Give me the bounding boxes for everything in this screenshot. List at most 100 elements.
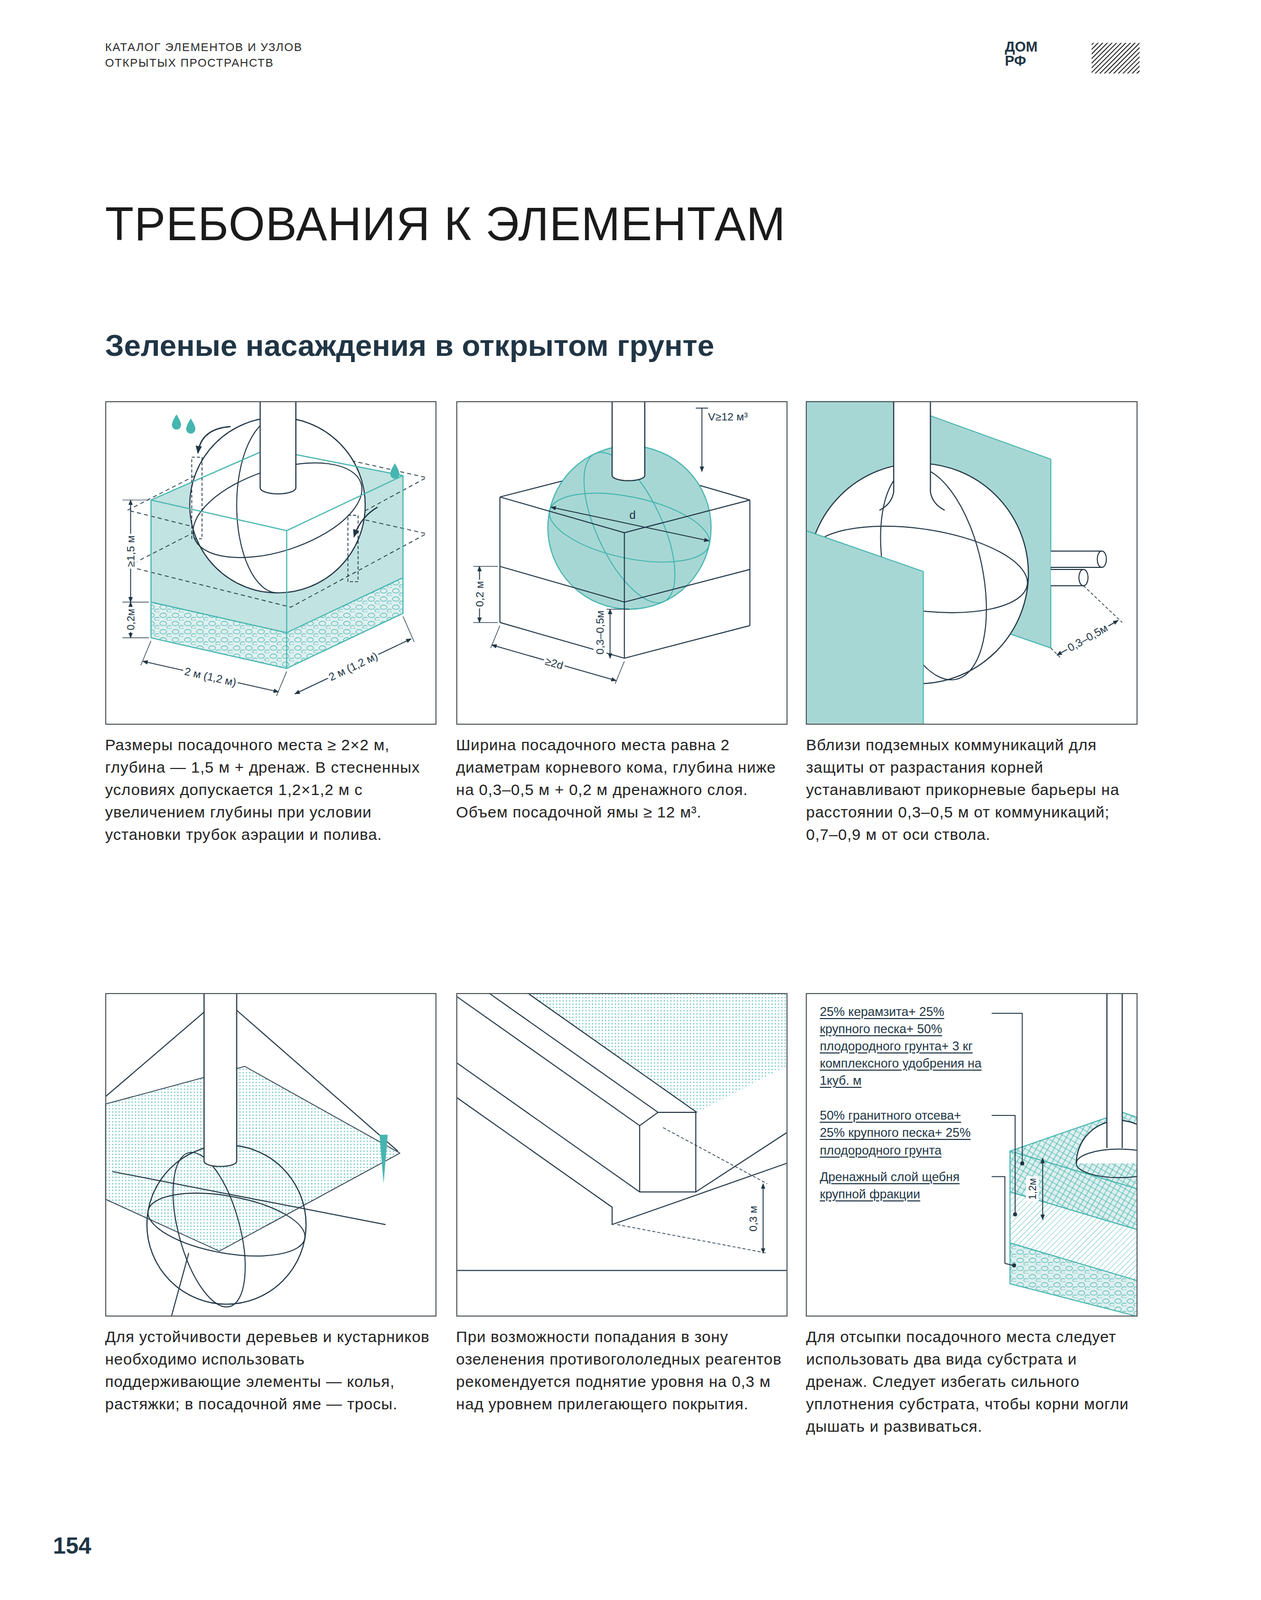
logo-text: ДОМ <box>1004 40 1038 55</box>
root-barrier-drawing-part <box>805 530 923 725</box>
root-ball-drawing <box>473 401 751 684</box>
root-barrier-drawing-part <box>1097 551 1107 568</box>
dimension-label: 0,3–0,5м <box>1063 620 1111 655</box>
planting-pit-drawing-part-part <box>402 475 404 614</box>
root-ball-drawing-part-part <box>623 532 626 658</box>
logo-mark <box>1091 42 1140 74</box>
root-barrier-drawing-part <box>1050 585 1122 658</box>
dimension-label: ≥2d <box>541 653 566 672</box>
root-ball-drawing-part-part <box>749 500 751 626</box>
root-barrier-drawing <box>805 401 1122 725</box>
dimension-label: 0,3–0,5м <box>593 608 607 657</box>
substrate-layers-drawing <box>991 992 1138 1317</box>
planting-pit-drawing-part <box>171 414 182 430</box>
raised-bed-drawing-part <box>527 992 788 1113</box>
root-ball-drawing-part-part <box>500 496 751 533</box>
raised-bed-drawing-part-part <box>488 992 658 1113</box>
planting-pit-drawing-part-part <box>151 577 404 633</box>
root-barrier-drawing-part <box>1050 551 1102 568</box>
root-ball-drawing-part-part <box>500 566 751 603</box>
planting-pit-drawing-part <box>390 463 400 479</box>
substrate-layers-drawing-part <box>1106 992 1122 1148</box>
logo-text: РФ <box>1004 54 1027 69</box>
illustration-part <box>105 42 1184 1316</box>
root-ball-drawing-part <box>543 480 716 575</box>
planting-pit-drawing-part-part <box>142 660 279 692</box>
planting-pit-drawing <box>122 401 427 696</box>
substrate-layers-drawing-part-part <box>991 1176 1014 1265</box>
raised-bed-drawing-part-part <box>456 1062 641 1192</box>
tree-support-drawing-part-part <box>171 1252 189 1316</box>
panel-frame <box>456 401 789 725</box>
substrate-layers-drawing-part-part <box>991 1115 1016 1215</box>
planting-pit-drawing-part-part <box>150 500 152 638</box>
root-ball-drawing-part <box>612 401 645 481</box>
caption-text: Размеры посадочного места ≥ 2×2 м, глуби… <box>105 733 438 846</box>
page-number: 154 <box>53 1531 92 1560</box>
planting-pit-drawing-part <box>191 456 203 539</box>
root-ball-drawing-part-part <box>551 506 710 541</box>
root-barrier-drawing-part <box>1050 551 1102 568</box>
panel-frame <box>805 401 1138 725</box>
root-ball-drawing-part-part <box>609 608 611 658</box>
substrate-layers-drawing-part-part <box>1042 1157 1044 1220</box>
root-ball-drawing-part <box>473 407 709 684</box>
tree-support-drawing-part <box>379 1134 389 1184</box>
raised-bed-drawing-part-part <box>527 992 697 1113</box>
caption-text: Вблизи подземных коммуникаций для защиты… <box>805 733 1138 846</box>
raised-bed-drawing <box>456 992 788 1271</box>
panel: Ширина посадочного места равна 2 диаметр… <box>456 401 789 823</box>
tree-support-drawing-part <box>146 1144 307 1305</box>
dimension-label: 0,2 м <box>472 579 486 608</box>
planting-pit-drawing-part-part <box>294 638 411 694</box>
dimension-label: 1,2м <box>1026 1176 1039 1202</box>
substrate-layers-drawing-part <box>991 1013 1043 1266</box>
caption-text: При возможности попадания в зону озелене… <box>456 1325 789 1415</box>
root-ball-drawing-part-part <box>701 407 703 471</box>
root-barrier-drawing-part <box>1078 569 1089 586</box>
raised-bed-drawing-part-part <box>695 1132 787 1192</box>
tree-support-drawing-part <box>143 1182 310 1267</box>
root-ball-drawing-part-part <box>499 496 501 623</box>
tree-support-drawing-part <box>158 1144 260 1315</box>
planting-pit-drawing-part <box>347 515 359 582</box>
logo-mark-part <box>1091 42 1140 74</box>
tree-support-drawing <box>105 992 401 1317</box>
section-heading: Зеленые насаждения в открытом грунте <box>105 327 715 364</box>
root-ball-drawing-part-part <box>473 566 630 684</box>
substrate-layers-drawing-part <box>1012 1263 1017 1268</box>
planting-pit-drawing-part <box>354 506 378 537</box>
substrate-layers-drawing-part <box>1020 1160 1025 1166</box>
raised-bed-drawing-part-part <box>762 1183 764 1253</box>
caption-text: Ширина посадочного места равна 2 диаметр… <box>456 733 789 823</box>
caption-text: Для устойчивости деревьев и кустарников … <box>105 1325 438 1415</box>
planting-pit-drawing-part <box>197 426 231 454</box>
tree-support-drawing-part <box>105 1066 401 1252</box>
planting-pit-drawing-part <box>122 500 415 696</box>
dimension-label: 0,3 м <box>746 1203 760 1233</box>
root-ball-drawing-part <box>500 496 751 658</box>
raised-bed-drawing-part-part <box>456 1269 788 1271</box>
planting-pit-drawing-part <box>151 602 287 669</box>
panel: Вблизи подземных коммуникаций для защиты… <box>805 401 1138 846</box>
substrate-layers-drawing-part <box>1013 1212 1018 1217</box>
dimension-label: 2 м (1,2 м) <box>325 648 382 685</box>
root-barrier-drawing-part <box>893 401 931 498</box>
root-ball-drawing-part-part <box>500 622 751 659</box>
panel-frame <box>105 401 438 725</box>
header-text: КАТАЛОГ ЭЛЕМЕНТОВ И УЗЛОВ ОТКРЫТЫХ ПРОСТ… <box>105 39 335 71</box>
raised-bed-drawing-part-part <box>456 995 641 1126</box>
panel-frame <box>105 992 438 1317</box>
dimension-label: 0,2м <box>124 606 137 632</box>
tree-support-drawing-part-part <box>105 1004 213 1097</box>
raised-bed-drawing-part <box>456 992 788 1271</box>
tree-support-drawing-part-part <box>236 1009 398 1151</box>
dimension-label: ≥1,5 м <box>123 533 137 569</box>
tree-support-drawing-part <box>105 1004 398 1316</box>
substrate-layers-drawing-part-part <box>991 1013 1023 1161</box>
panel: При возможности попадания в зону озелене… <box>456 992 789 1415</box>
tree-support-drawing-part-part <box>111 1171 386 1225</box>
layer-note: 25% керамзита+ 25% крупного песка+ 50% п… <box>818 1002 989 1090</box>
panel-frame <box>805 992 1138 1317</box>
